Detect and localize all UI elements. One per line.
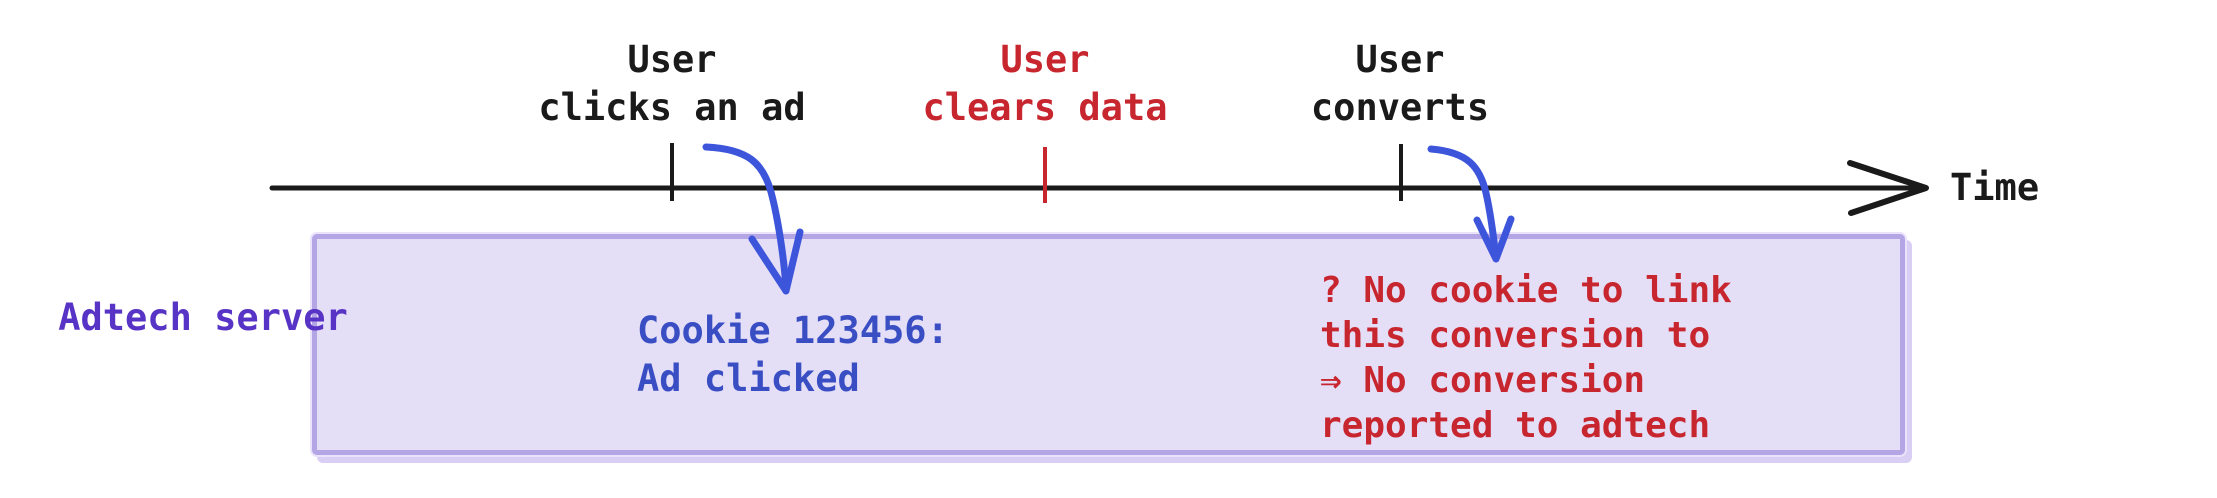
event-label-user-clicks-ad: User clicks an ad <box>538 38 806 129</box>
arrow-convert-to-server <box>1427 145 1500 262</box>
adtech-server-label: Adtech server <box>58 296 348 339</box>
adtech-server-lane-box <box>312 234 1905 455</box>
note-no-cookie-to-link: ? No cookie to link this conversion to ⇒… <box>1320 270 1732 446</box>
note-cookie-logged: Cookie 123456: Ad clicked <box>637 309 949 400</box>
event-label-user-clears-data: User clears data <box>922 38 1168 129</box>
time-axis-label: Time <box>1950 166 2040 209</box>
timeline-arrowhead-icon <box>1847 160 1929 216</box>
arrow-ad-click-arrowhead-icon <box>748 228 804 295</box>
event-label-user-converts: User converts <box>1310 38 1490 129</box>
arrow-convert-arrowhead-icon <box>1473 215 1515 263</box>
arrow-ad-click-to-server <box>702 143 790 292</box>
